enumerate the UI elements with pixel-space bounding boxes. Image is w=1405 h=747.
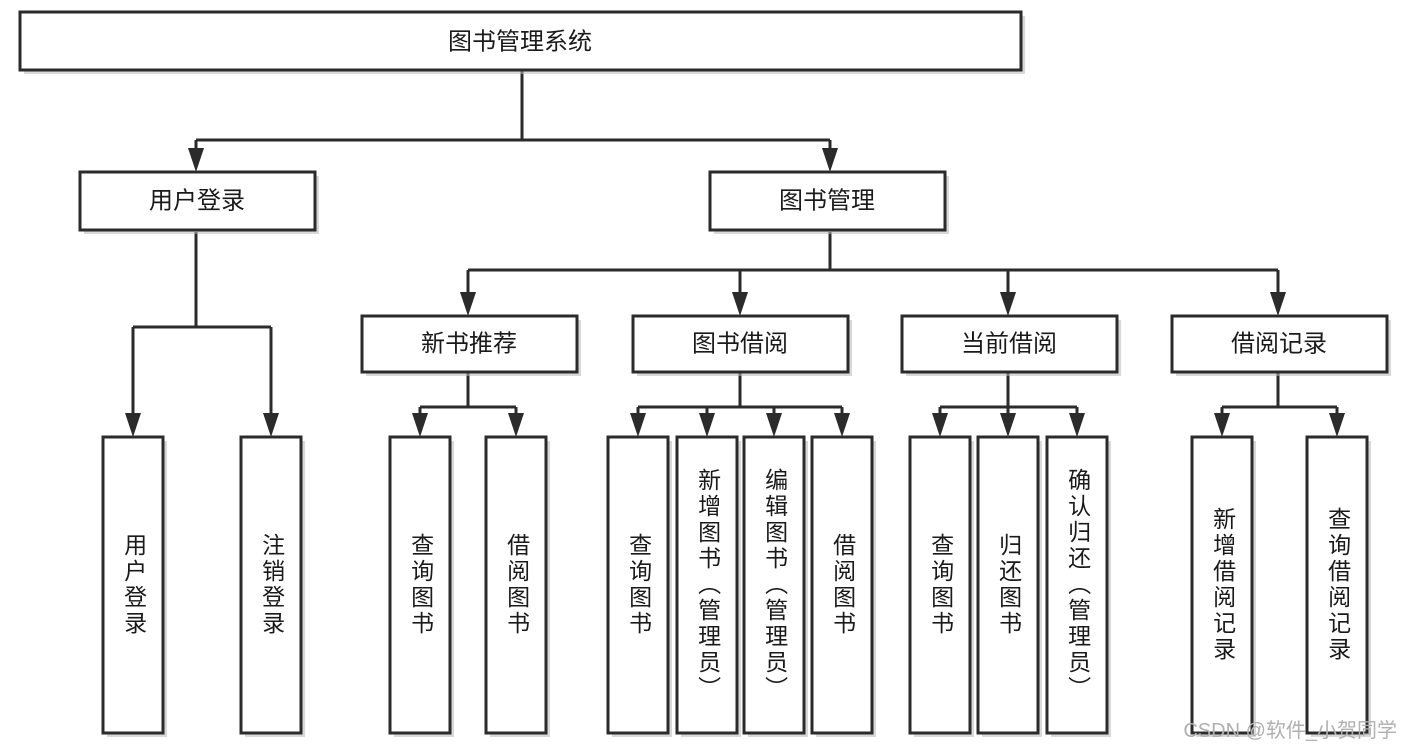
arrow-to-new-book-rec	[460, 292, 476, 316]
node-book-borrow-label: 图书借阅	[692, 330, 788, 357]
arrow-to-leaf-query-record	[1329, 413, 1345, 437]
arrow-to-leaf-confirm-return	[1069, 413, 1085, 437]
arrow-to-current-borrow	[1000, 292, 1016, 316]
node-leaf-return-book-box[interactable]	[976, 435, 1040, 735]
node-leaf-confirm-return-box[interactable]	[1045, 435, 1109, 735]
arrow-to-leaf-add-book	[699, 413, 715, 437]
node-new-book-rec-box[interactable]	[360, 314, 579, 374]
node-user-login-box[interactable]	[78, 170, 317, 232]
node-root-box[interactable]	[18, 10, 1023, 72]
node-leaf-user-login-box[interactable]	[101, 435, 165, 735]
csdn-watermark: CSDN @软件_小贺同学	[1183, 720, 1397, 742]
arrow-to-leaf-edit-book	[766, 413, 782, 437]
node-leaf-add-book-box[interactable]	[675, 435, 739, 735]
node-current-borrow-box[interactable]	[900, 314, 1119, 374]
node-book-manage-box[interactable]	[708, 170, 947, 232]
node-leaf-query-book-1-box[interactable]	[388, 435, 452, 735]
arrow-to-leaf-query-book-2	[630, 413, 646, 437]
arrow-to-leaf-add-record	[1214, 413, 1230, 437]
node-current-borrow-label: 当前借阅	[961, 330, 1057, 357]
node-book-borrow-box[interactable]	[631, 314, 850, 374]
node-new-book-rec-label: 新书推荐	[421, 330, 517, 357]
arrow-to-leaf-user-login	[125, 413, 141, 437]
arrow-to-book-borrow	[732, 292, 748, 316]
arrow-to-borrow-record	[1270, 292, 1286, 316]
node-leaf-borrow-book-1-box[interactable]	[484, 435, 548, 735]
arrow-to-leaf-borrow-book-2	[834, 413, 850, 437]
node-borrow-record-label: 借阅记录	[1231, 330, 1327, 357]
connector-layer	[125, 70, 1345, 437]
node-borrow-record-box[interactable]	[1170, 314, 1389, 374]
node-root-label: 图书管理系统	[448, 28, 592, 55]
arrow-to-user-login	[188, 148, 204, 172]
node-leaf-add-record-box[interactable]	[1190, 435, 1254, 735]
node-user-login-label: 用户登录	[149, 187, 245, 214]
arrow-to-leaf-return-book	[1000, 413, 1016, 437]
node-leaf-query-book-3-box[interactable]	[908, 435, 972, 735]
arrow-to-leaf-query-book-3	[932, 413, 948, 437]
arrow-to-book-manage	[822, 148, 838, 172]
node-leaf-edit-book-box[interactable]	[742, 435, 806, 735]
node-leaf-borrow-book-2-box[interactable]	[810, 435, 874, 735]
node-leaf-user-logout-box[interactable]	[239, 435, 303, 735]
node-leaf-query-record-box[interactable]	[1305, 435, 1369, 735]
node-leaf-query-book-2-box[interactable]	[606, 435, 670, 735]
arrow-to-leaf-borrow-book-1	[508, 413, 524, 437]
node-layer: 图书管理系统 用户登录 图书管理 新书推荐 图书借阅 当前借阅 借阅记录	[18, 10, 1391, 737]
node-book-manage-label: 图书管理	[779, 187, 875, 214]
arrow-to-leaf-user-logout	[263, 413, 279, 437]
arrow-to-leaf-query-book-1	[412, 413, 428, 437]
